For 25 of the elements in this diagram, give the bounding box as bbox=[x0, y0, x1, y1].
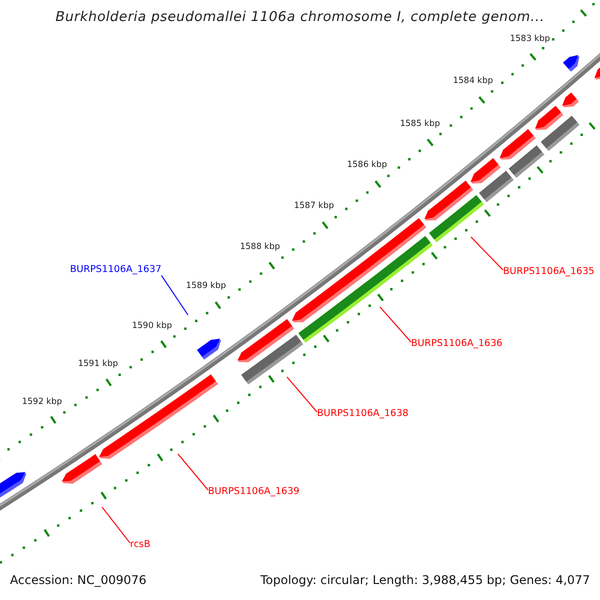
footer-text: Accession: NC_009076 bbox=[10, 574, 146, 588]
leader-line bbox=[470, 236, 504, 270]
leader-line bbox=[380, 306, 412, 342]
scale-label: 1585 kbp bbox=[400, 120, 440, 130]
gene-label: rcsB bbox=[130, 540, 150, 550]
gene-label: BURPS1106A_1638 bbox=[317, 409, 408, 420]
map-title: Burkholderia pseudomallei 1106a chromosome I, complete genom... bbox=[54, 10, 546, 25]
leader-line bbox=[102, 506, 130, 544]
gene-label: BURPS1106A_1639 bbox=[208, 487, 300, 498]
scale-label: 1590 kbp bbox=[132, 322, 172, 332]
gene-label: BURPS1106A_1635 bbox=[503, 267, 594, 278]
scale-label: 1589 kbp bbox=[186, 282, 226, 292]
leader-line bbox=[160, 274, 188, 316]
leader-line bbox=[286, 376, 318, 412]
scale-label: 1583 kbp bbox=[510, 35, 550, 45]
scale-label: 1591 kbp bbox=[78, 360, 118, 370]
gene-label: BURPS1106A_1637 bbox=[70, 265, 162, 276]
scale-label: 1587 kbp bbox=[294, 202, 334, 212]
scale-label: 1586 kbp bbox=[346, 161, 388, 171]
gene-label: BURPS1106A_1636 bbox=[411, 339, 502, 350]
leader-line bbox=[178, 454, 208, 490]
scale-label: 1588 kbp bbox=[240, 243, 280, 253]
scale-label: 1584 kbp bbox=[452, 77, 494, 87]
footer-text: Topology: circular; Length: 3,988,455 bp; Genes: 4,077 bbox=[260, 574, 590, 588]
scale-label: 1592 kbp bbox=[22, 398, 62, 408]
